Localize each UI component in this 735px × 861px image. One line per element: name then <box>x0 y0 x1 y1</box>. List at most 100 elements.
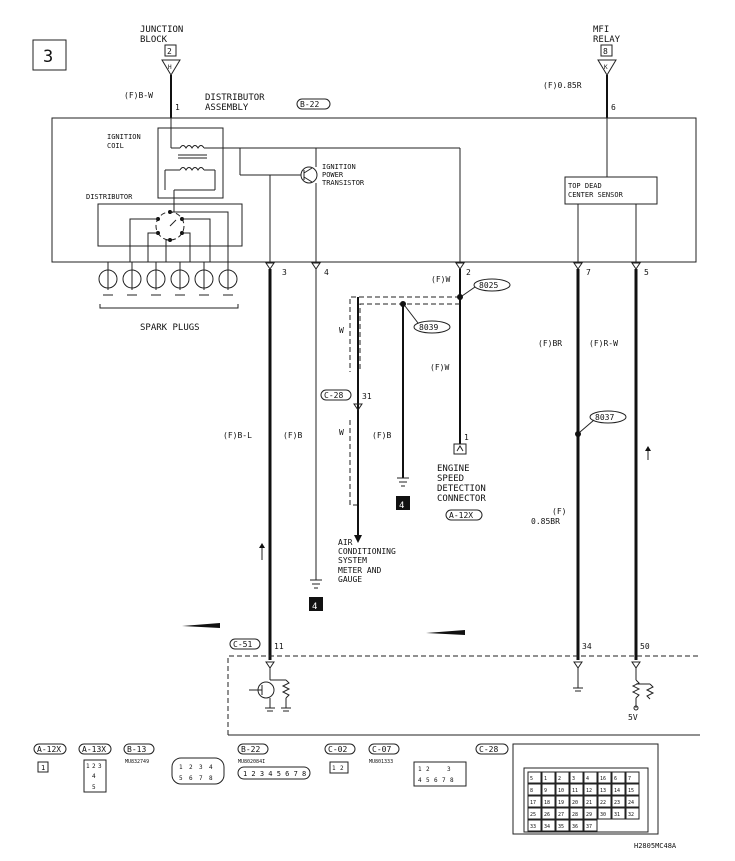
ecu-boundary <box>227 655 700 735</box>
plug-lead-6 <box>170 211 229 262</box>
ecu-5v-label: 5V <box>628 713 638 722</box>
legend-c28-pin-cell <box>569 783 584 796</box>
legend-c02-body <box>329 761 349 774</box>
legend-c28-pin-label: 21 <box>586 800 592 806</box>
junction-block-label-2: BLOCK <box>140 35 168 45</box>
pen-mark-middle <box>426 630 465 635</box>
ground-symbol-left <box>310 579 322 589</box>
connector-a12x-badge <box>445 509 483 521</box>
legend-c28-pin-label: 18 <box>544 800 550 806</box>
junction-block-pin-box <box>164 44 177 57</box>
legend-c28-pin-cell <box>597 771 612 784</box>
legend-c28-pin-label: 30 <box>600 812 606 818</box>
legend-b13-pin-7: 7 <box>199 775 203 782</box>
distributor-box <box>97 203 243 247</box>
legend-c28-pin-label: 12 <box>586 788 592 794</box>
tdc-sensor-label-2: CENTER SENSOR <box>568 191 624 199</box>
terminal-3: 3 <box>282 268 287 277</box>
legend-b13-part: MU832749 <box>125 759 149 765</box>
legend-c28-pin-cell <box>541 819 556 832</box>
terminal-5: 5 <box>644 268 649 277</box>
wire-label-085br-1: (F) <box>552 507 566 516</box>
ground-ref-2: 4 <box>312 602 317 612</box>
splice-8039-badge <box>413 320 451 334</box>
drawing-code: H2805MC48A <box>634 842 677 850</box>
legend-c28-pin-cell <box>583 807 598 820</box>
ecu-pin50-resistor-2 <box>645 683 655 700</box>
terminal-1-connector: 1 <box>464 433 469 442</box>
splice-8039: 8039 <box>419 323 438 332</box>
mfi-relay-label-1: MFI <box>593 25 609 35</box>
mfi-relay-pin-box <box>600 44 613 57</box>
terminal-1-top: 1 <box>175 103 180 112</box>
shielded-route-lower <box>349 420 358 506</box>
terminal-2: 2 <box>466 268 471 277</box>
legend-c28-pin-cell <box>569 819 584 832</box>
transistor-label-1: IGNITION <box>322 163 356 171</box>
connector-b22-badge <box>296 98 331 110</box>
legend-b22-part: MU802084I <box>238 759 265 765</box>
tdc-sensor-box <box>564 176 658 205</box>
plug-lead-5 <box>182 218 211 262</box>
engine-speed-connector-pin <box>456 445 464 452</box>
ignition-coil-label-2: COIL <box>107 142 124 150</box>
legend-c28-pin-cell <box>555 783 570 796</box>
ecu-pin-mark-50 <box>631 661 641 669</box>
distributor-assembly-label-2: ASSEMBLY <box>205 103 249 113</box>
ground-ref: 4 <box>399 501 404 511</box>
legend-c28-pin-label: 14 <box>614 788 620 794</box>
ecu-pin-mark-34 <box>573 661 583 669</box>
wire-label-fb-mid: (F)B <box>372 431 391 440</box>
legend-c07-id: C-07 <box>372 745 391 754</box>
legend-c28-pin-cell <box>583 783 598 796</box>
legend-c28-id: C-28 <box>479 745 498 754</box>
legend-c28-pin-cell <box>597 807 612 820</box>
splice-8037-leader <box>579 419 595 433</box>
connector-mark-t2 <box>455 262 465 270</box>
splice-8037: 8037 <box>595 413 614 422</box>
wire-label-fbl: (F)B-L <box>223 431 252 440</box>
transistor-label-2: POWER <box>322 171 344 179</box>
legend-b22-badge <box>237 743 269 755</box>
connector-mark-t5 <box>631 262 641 270</box>
legend-c28-pin-label: 25 <box>530 812 536 818</box>
legend-c07-pin-2: 2 <box>426 766 430 773</box>
legend-c28-pin-cell <box>555 771 570 784</box>
ground-ref-badge-2 <box>309 597 323 611</box>
connector-c51-badge <box>229 638 261 650</box>
legend-c28-pin-cell <box>597 783 612 796</box>
connector-mark-t31 <box>353 403 363 411</box>
connector-mark-t7 <box>573 262 583 270</box>
ecu-5v-node <box>633 705 639 711</box>
junction-block-connector-letter: H <box>168 64 172 71</box>
engine-speed-label-2: SPEED <box>437 474 464 484</box>
connector-c51: C-51 <box>233 640 252 649</box>
wire-label-085br-2: 0.85BR <box>531 517 560 526</box>
splice-8039-leader <box>404 305 419 324</box>
ecu-ground-1 <box>265 707 275 712</box>
terminal-34: 34 <box>582 642 592 651</box>
tdc-sensor-label-1: TOP DEAD <box>568 182 602 190</box>
legend-c28-pin-cell <box>583 795 598 808</box>
ac-system-label-2: CONDITIONING <box>338 547 396 556</box>
legend-a13x-body <box>83 759 107 793</box>
legend-c28-pin-label: 27 <box>558 812 564 818</box>
connector-a12x-callout: A-12X <box>449 511 473 520</box>
legend-c07-body <box>413 761 467 787</box>
legend-c28-pin-label: 13 <box>600 788 606 794</box>
connector-mark-t4 <box>311 262 321 270</box>
wire-label-fbr: (F)BR <box>538 339 562 348</box>
ecu-pin-mark-11 <box>265 661 275 669</box>
legend-a12x-id: A-12X <box>37 745 61 754</box>
legend-c28-pin-cell <box>611 807 626 820</box>
legend-b13-pin-8: 8 <box>209 775 213 782</box>
flow-arrow-right-head <box>645 446 651 451</box>
ground-symbol-mid <box>397 477 409 487</box>
splice-8025-badge <box>473 278 511 292</box>
engine-speed-connector-symbol <box>453 443 467 455</box>
legend-c28-pin-label: 2 <box>558 776 561 782</box>
transistor-emitter <box>303 176 313 183</box>
legend-b13-pin-1: 1 <box>179 764 183 771</box>
